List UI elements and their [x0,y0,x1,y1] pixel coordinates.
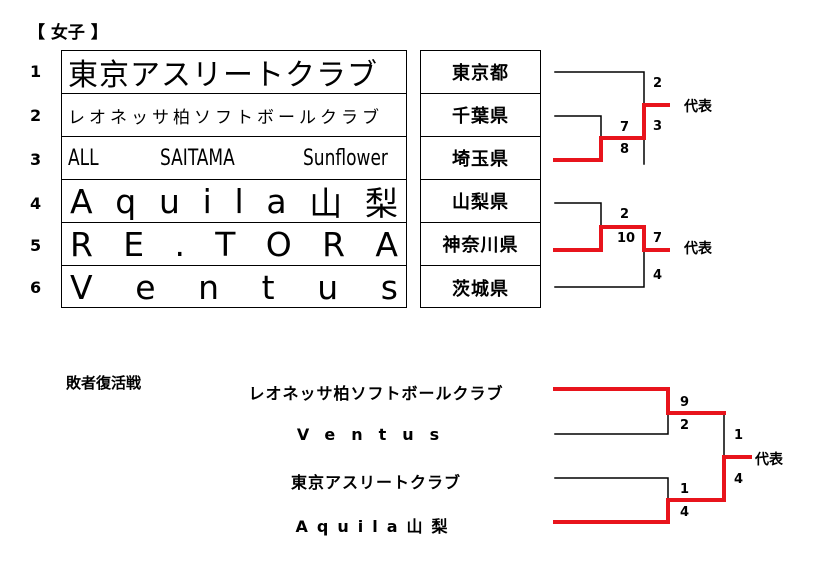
team-cell: R E . T O R A [62,223,406,266]
repechage-title: 敗者復活戦 [66,374,142,392]
team-name-char: 梨 [364,184,398,223]
prefecture-cell: 千葉県 [421,94,540,137]
score-label: 2 [653,76,663,91]
team-name-char: u [158,181,180,221]
team-name-part: SAITAMA [159,145,235,171]
bracket-line [554,251,645,288]
score-label: 7 [620,120,630,135]
team-name-char: A [375,224,398,264]
team-name-char: e [135,268,156,307]
team-name-char: i [202,181,212,221]
row-number: 6 [30,278,42,297]
row-number: 2 [30,106,42,125]
team-name-char: R [70,224,93,264]
team-name-char: a [266,181,287,221]
score-label: 9 [680,395,690,410]
score-label: 3 [653,119,663,134]
team-name-char: V [70,268,93,307]
row-number: 1 [30,62,42,81]
team-name-char: A [70,181,93,221]
score-label: 1 [734,428,744,443]
team-name: 東京アスリートクラブ [68,58,378,93]
team-cell: レオネッサ柏ソフトボールクラブ [62,94,406,137]
score-label: 4 [653,268,663,283]
bracket-line [554,477,669,501]
row-number: 5 [30,236,42,255]
prefecture-cell: 神奈川県 [421,223,540,266]
team-name-part: ALL [68,145,99,171]
team-cell: ALL SAITAMA Sunflower [62,137,406,180]
representative-label: 代表 [684,241,712,257]
team-name-char: s [380,268,398,307]
prefecture-cell: 東京都 [421,51,540,94]
row-number: 3 [30,150,42,169]
score-label: 1 [680,482,690,497]
prefecture-cell: 埼玉県 [421,137,540,180]
bracket-line [554,412,669,435]
team-name-char: E [123,224,145,264]
team-cell: A q u i l a 山 梨 [62,180,406,223]
representative-label: 代表 [684,99,712,115]
team-name-char: . [174,224,185,264]
representative-label: 代表 [755,452,783,468]
team-name-char: T [215,224,236,264]
score-label: 4 [734,472,744,487]
row-number: 4 [30,194,42,213]
team-name-char: R [322,224,346,264]
team-cell: 東京アスリートクラブ [62,51,406,94]
bracket-line [554,115,602,139]
team-name-char: u [317,268,339,307]
bracket-line [554,202,602,228]
team-name-char: 山 [309,184,343,223]
team-name-char: l [234,181,244,221]
bracket-line-winner [553,225,670,252]
bracket-line-winner [553,455,752,524]
repechage-team: Ventus [296,425,456,444]
bracket-line-winner [553,103,670,162]
prefecture-cell: 茨城県 [452,278,509,300]
score-label: 7 [653,231,663,246]
score-label: 2 [680,418,690,433]
team-name-char: O [265,224,292,264]
team-name-char: q [115,181,137,221]
bracket-line [554,71,645,106]
team-table: 東京アスリートクラブ レオネッサ柏ソフトボールクラブ ALL SAITAMA S… [61,50,407,308]
team-cell: V e n t u s [62,266,406,309]
score-label: 2 [620,207,630,222]
score-label: 8 [620,142,630,157]
team-name-char: n [198,268,220,307]
page-title: 【 女子 】 [28,23,108,43]
bracket-line-winner [553,387,726,415]
team-name-char: t [261,268,275,307]
prefecture-cell: 山梨県 [421,180,540,223]
score-label: 10 [617,231,636,246]
score-label: 4 [680,505,690,520]
repechage-team: 東京アスリートクラブ [290,473,461,492]
team-name: レオネッサ柏ソフトボールクラブ [68,107,383,128]
repechage-team: レオネッサ柏ソフトボールクラブ [248,384,504,403]
repechage-team: Aquila山梨 [295,517,457,536]
team-name-part: Sunflower [303,145,389,171]
prefecture-table: 東京都 千葉県 埼玉県 山梨県 神奈川県 茨城県 [420,50,541,308]
